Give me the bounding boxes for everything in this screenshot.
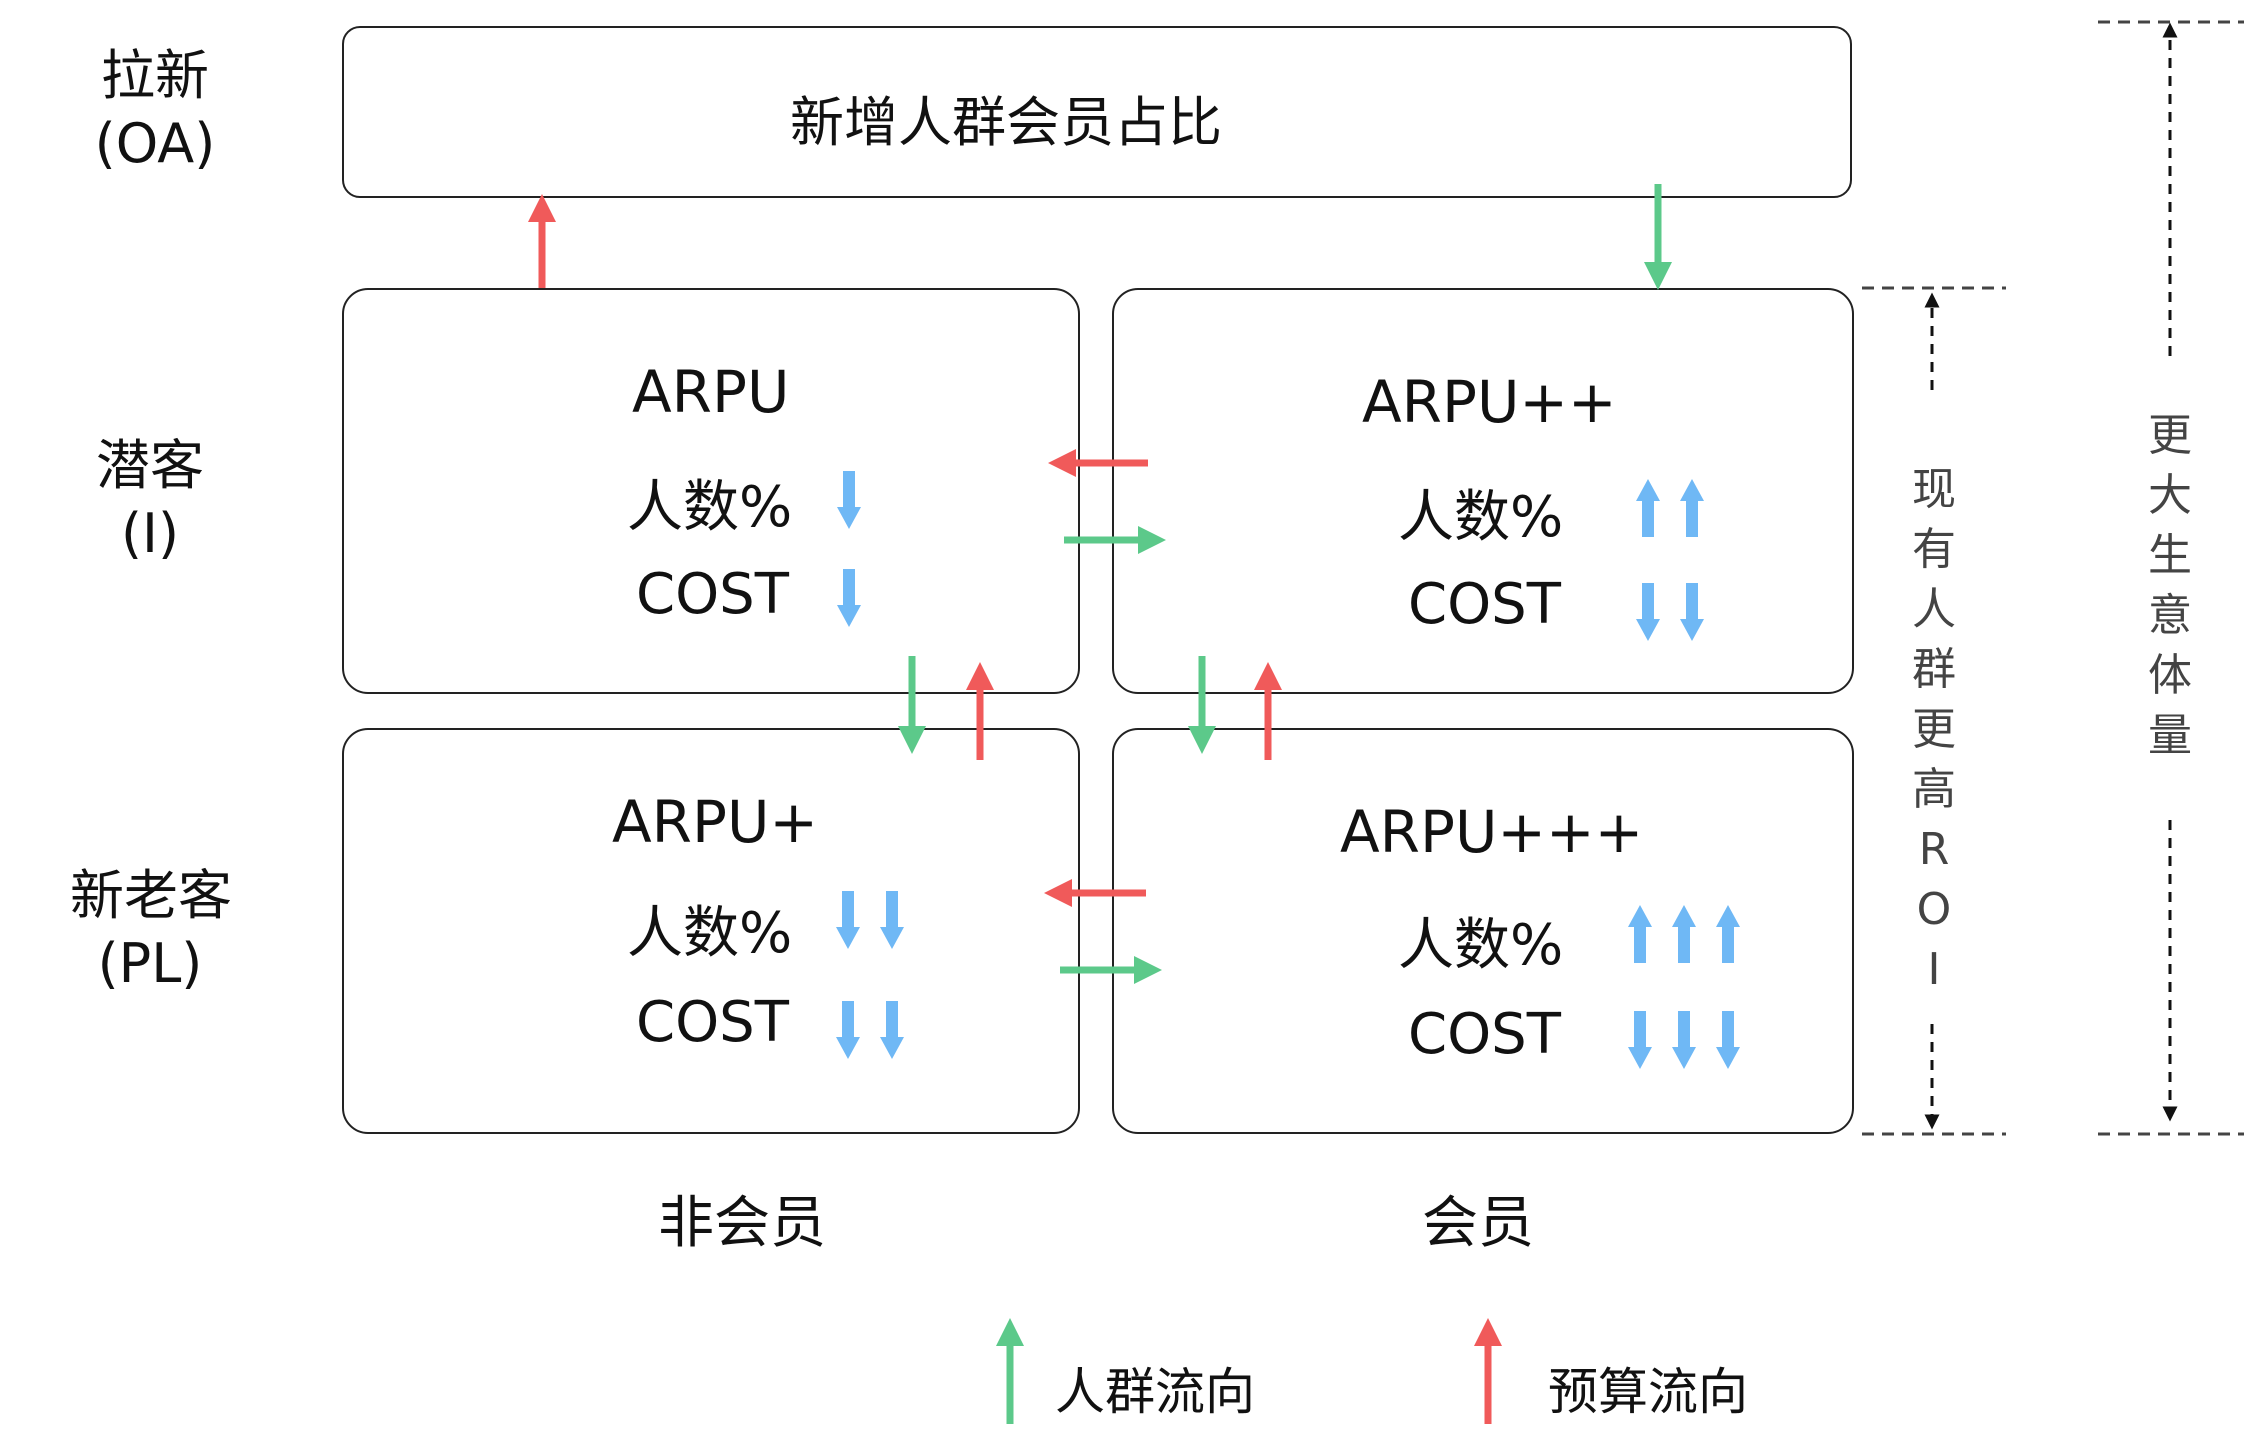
top-box-new-member-share	[342, 26, 1852, 198]
legend-budget-flow-label: 预算流向	[1548, 1363, 1748, 1421]
cell-nonmember-prospect	[342, 288, 1080, 694]
cell-a-cost: COST	[636, 562, 789, 627]
volume-label-char: 生	[2148, 530, 2192, 581]
label-bigger-volume: 更大生意体量	[2140, 406, 2200, 766]
column-label-member: 会员	[1422, 1191, 1534, 1256]
row-label-i: 潜客(I)	[96, 434, 204, 565]
volume-label-char: 量	[2148, 710, 2192, 761]
cell-a-count: 人数%	[627, 475, 793, 540]
cell-nonmember-customer	[342, 728, 1080, 1134]
cost-down-arrow-icon	[837, 569, 861, 627]
count-up-arrow-icon	[1716, 905, 1740, 963]
volume-label-char: 更	[2148, 410, 2192, 461]
roi-label-char: R	[1918, 824, 1950, 875]
roi-label-char: 人	[1912, 584, 1956, 635]
count-up-arrow-icon	[1636, 479, 1660, 537]
count-down-arrow-icon	[880, 891, 904, 949]
top-box-label: 新增人群会员占比	[790, 91, 1222, 154]
roi-label-char: 群	[1912, 644, 1956, 695]
count-down-arrow-icon	[837, 471, 861, 529]
cell-d-cost: COST	[1408, 1002, 1561, 1067]
volume-label-char: 体	[2148, 650, 2192, 701]
roi-label-char: O	[1916, 884, 1952, 935]
cell-b-count: 人数%	[1398, 485, 1564, 550]
count-up-arrow-icon	[1628, 905, 1652, 963]
cell-c-count: 人数%	[627, 901, 793, 966]
count-up-arrow-icon	[1680, 479, 1704, 537]
count-down-arrow-icon	[836, 891, 860, 949]
cost-down-arrow-icon	[1636, 583, 1660, 641]
roi-label-char: 更	[1912, 704, 1956, 755]
cost-down-arrow-icon	[1672, 1011, 1696, 1069]
cell-d-metric: ARPU+++	[1340, 798, 1644, 866]
volume-label-char: 大	[2148, 470, 2192, 521]
cell-member-prospect	[1112, 288, 1854, 694]
cell-c-cost: COST	[636, 990, 789, 1055]
cost-down-arrow-icon	[880, 1001, 904, 1059]
roi-label-char: 高	[1912, 764, 1956, 815]
cost-down-arrow-icon	[1716, 1011, 1740, 1069]
volume-label-char: 意	[2148, 590, 2192, 641]
roi-label-char: 现	[1912, 464, 1956, 515]
cell-b-cost: COST	[1408, 572, 1561, 637]
cell-b-metric: ARPU++	[1362, 368, 1617, 436]
roi-label-char: I	[1927, 944, 1941, 995]
row-label-oa: 拉新(OA)	[94, 44, 216, 175]
roi-label-char: 有	[1912, 524, 1956, 575]
legend-crowd-flow-label: 人群流向	[1055, 1363, 1255, 1421]
cost-down-arrow-icon	[836, 1001, 860, 1059]
cell-c-metric: ARPU+	[612, 788, 819, 856]
column-label-nonmember: 非会员	[658, 1191, 826, 1256]
cell-a-metric: ARPU	[632, 358, 790, 426]
count-up-arrow-icon	[1672, 905, 1696, 963]
cost-down-arrow-icon	[1628, 1011, 1652, 1069]
cost-down-arrow-icon	[1680, 583, 1704, 641]
cell-d-count: 人数%	[1398, 913, 1564, 978]
row-label-pl: 新老客(PL)	[70, 864, 232, 995]
